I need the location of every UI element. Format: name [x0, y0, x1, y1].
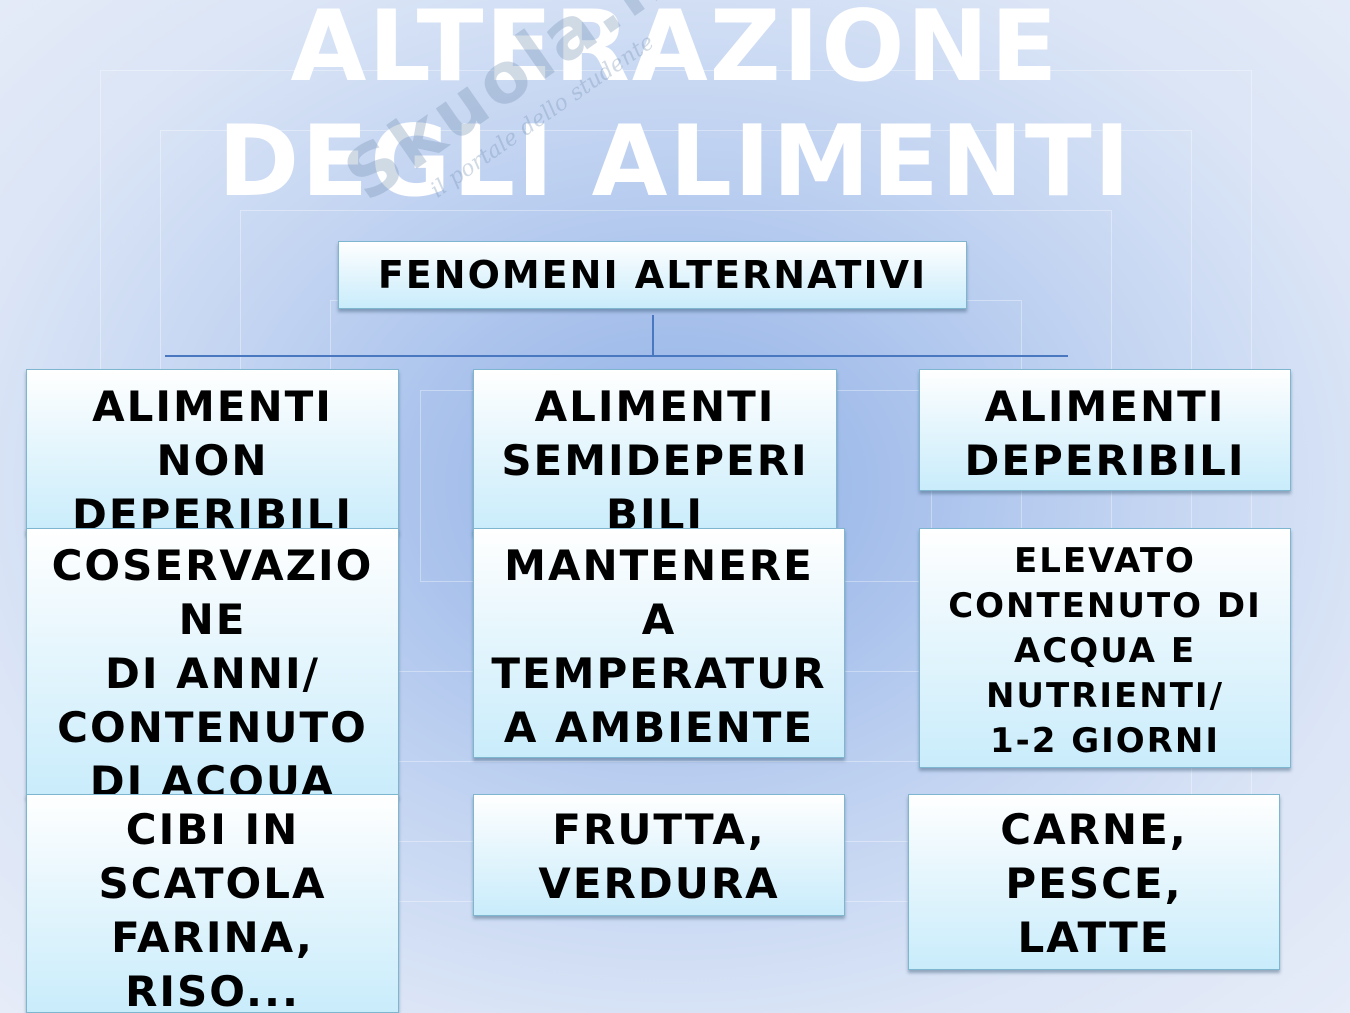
examples-label: FRUTTA, VERDURA: [538, 805, 780, 908]
connector-horizontal: [165, 355, 1068, 357]
connector-vertical: [652, 315, 654, 356]
page-title-line-1: ALTERAZIONE: [290, 0, 1060, 104]
description-label: ELEVATO CONTENUTO DI ACQUA E NUTRIENTI/ …: [948, 541, 1262, 761]
examples-non-perishable: CIBI IN SCATOLA FARINA, RISO...: [26, 794, 399, 1013]
category-perishable: ALIMENTI DEPERIBILI: [919, 369, 1291, 491]
category-label: ALIMENTI SEMIDEPERI BILI: [501, 382, 809, 534]
description-non-perishable: COSERVAZIO NE DI ANNI/ CONTENUTO DI ACQU…: [26, 528, 399, 798]
category-label: ALIMENTI NON DEPERIBILI: [71, 382, 354, 534]
examples-label: CARNE, PESCE, LATTE: [1000, 805, 1188, 962]
examples-semi-perishable: FRUTTA, VERDURA: [473, 794, 845, 916]
category-semi-perishable: ALIMENTI SEMIDEPERI BILI: [473, 369, 837, 534]
root-node: FENOMENI ALTERNATIVI: [338, 241, 967, 309]
page-title-line-2: DEGLI ALIMENTI: [217, 105, 1133, 219]
category-non-perishable: ALIMENTI NON DEPERIBILI: [26, 369, 399, 534]
examples-label: CIBI IN SCATOLA FARINA, RISO...: [98, 805, 327, 1013]
description-semi-perishable: MANTENERE A TEMPERATUR A AMBIENTE: [473, 528, 845, 758]
examples-perishable: CARNE, PESCE, LATTE: [908, 794, 1280, 970]
root-node-label: FENOMENI ALTERNATIVI: [377, 253, 928, 297]
description-label: COSERVAZIO NE DI ANNI/ CONTENUTO DI ACQU…: [51, 541, 374, 798]
description-perishable: ELEVATO CONTENUTO DI ACQUA E NUTRIENTI/ …: [919, 528, 1291, 768]
description-label: MANTENERE A TEMPERATUR A AMBIENTE: [491, 541, 827, 752]
category-label: ALIMENTI DEPERIBILI: [964, 382, 1246, 485]
